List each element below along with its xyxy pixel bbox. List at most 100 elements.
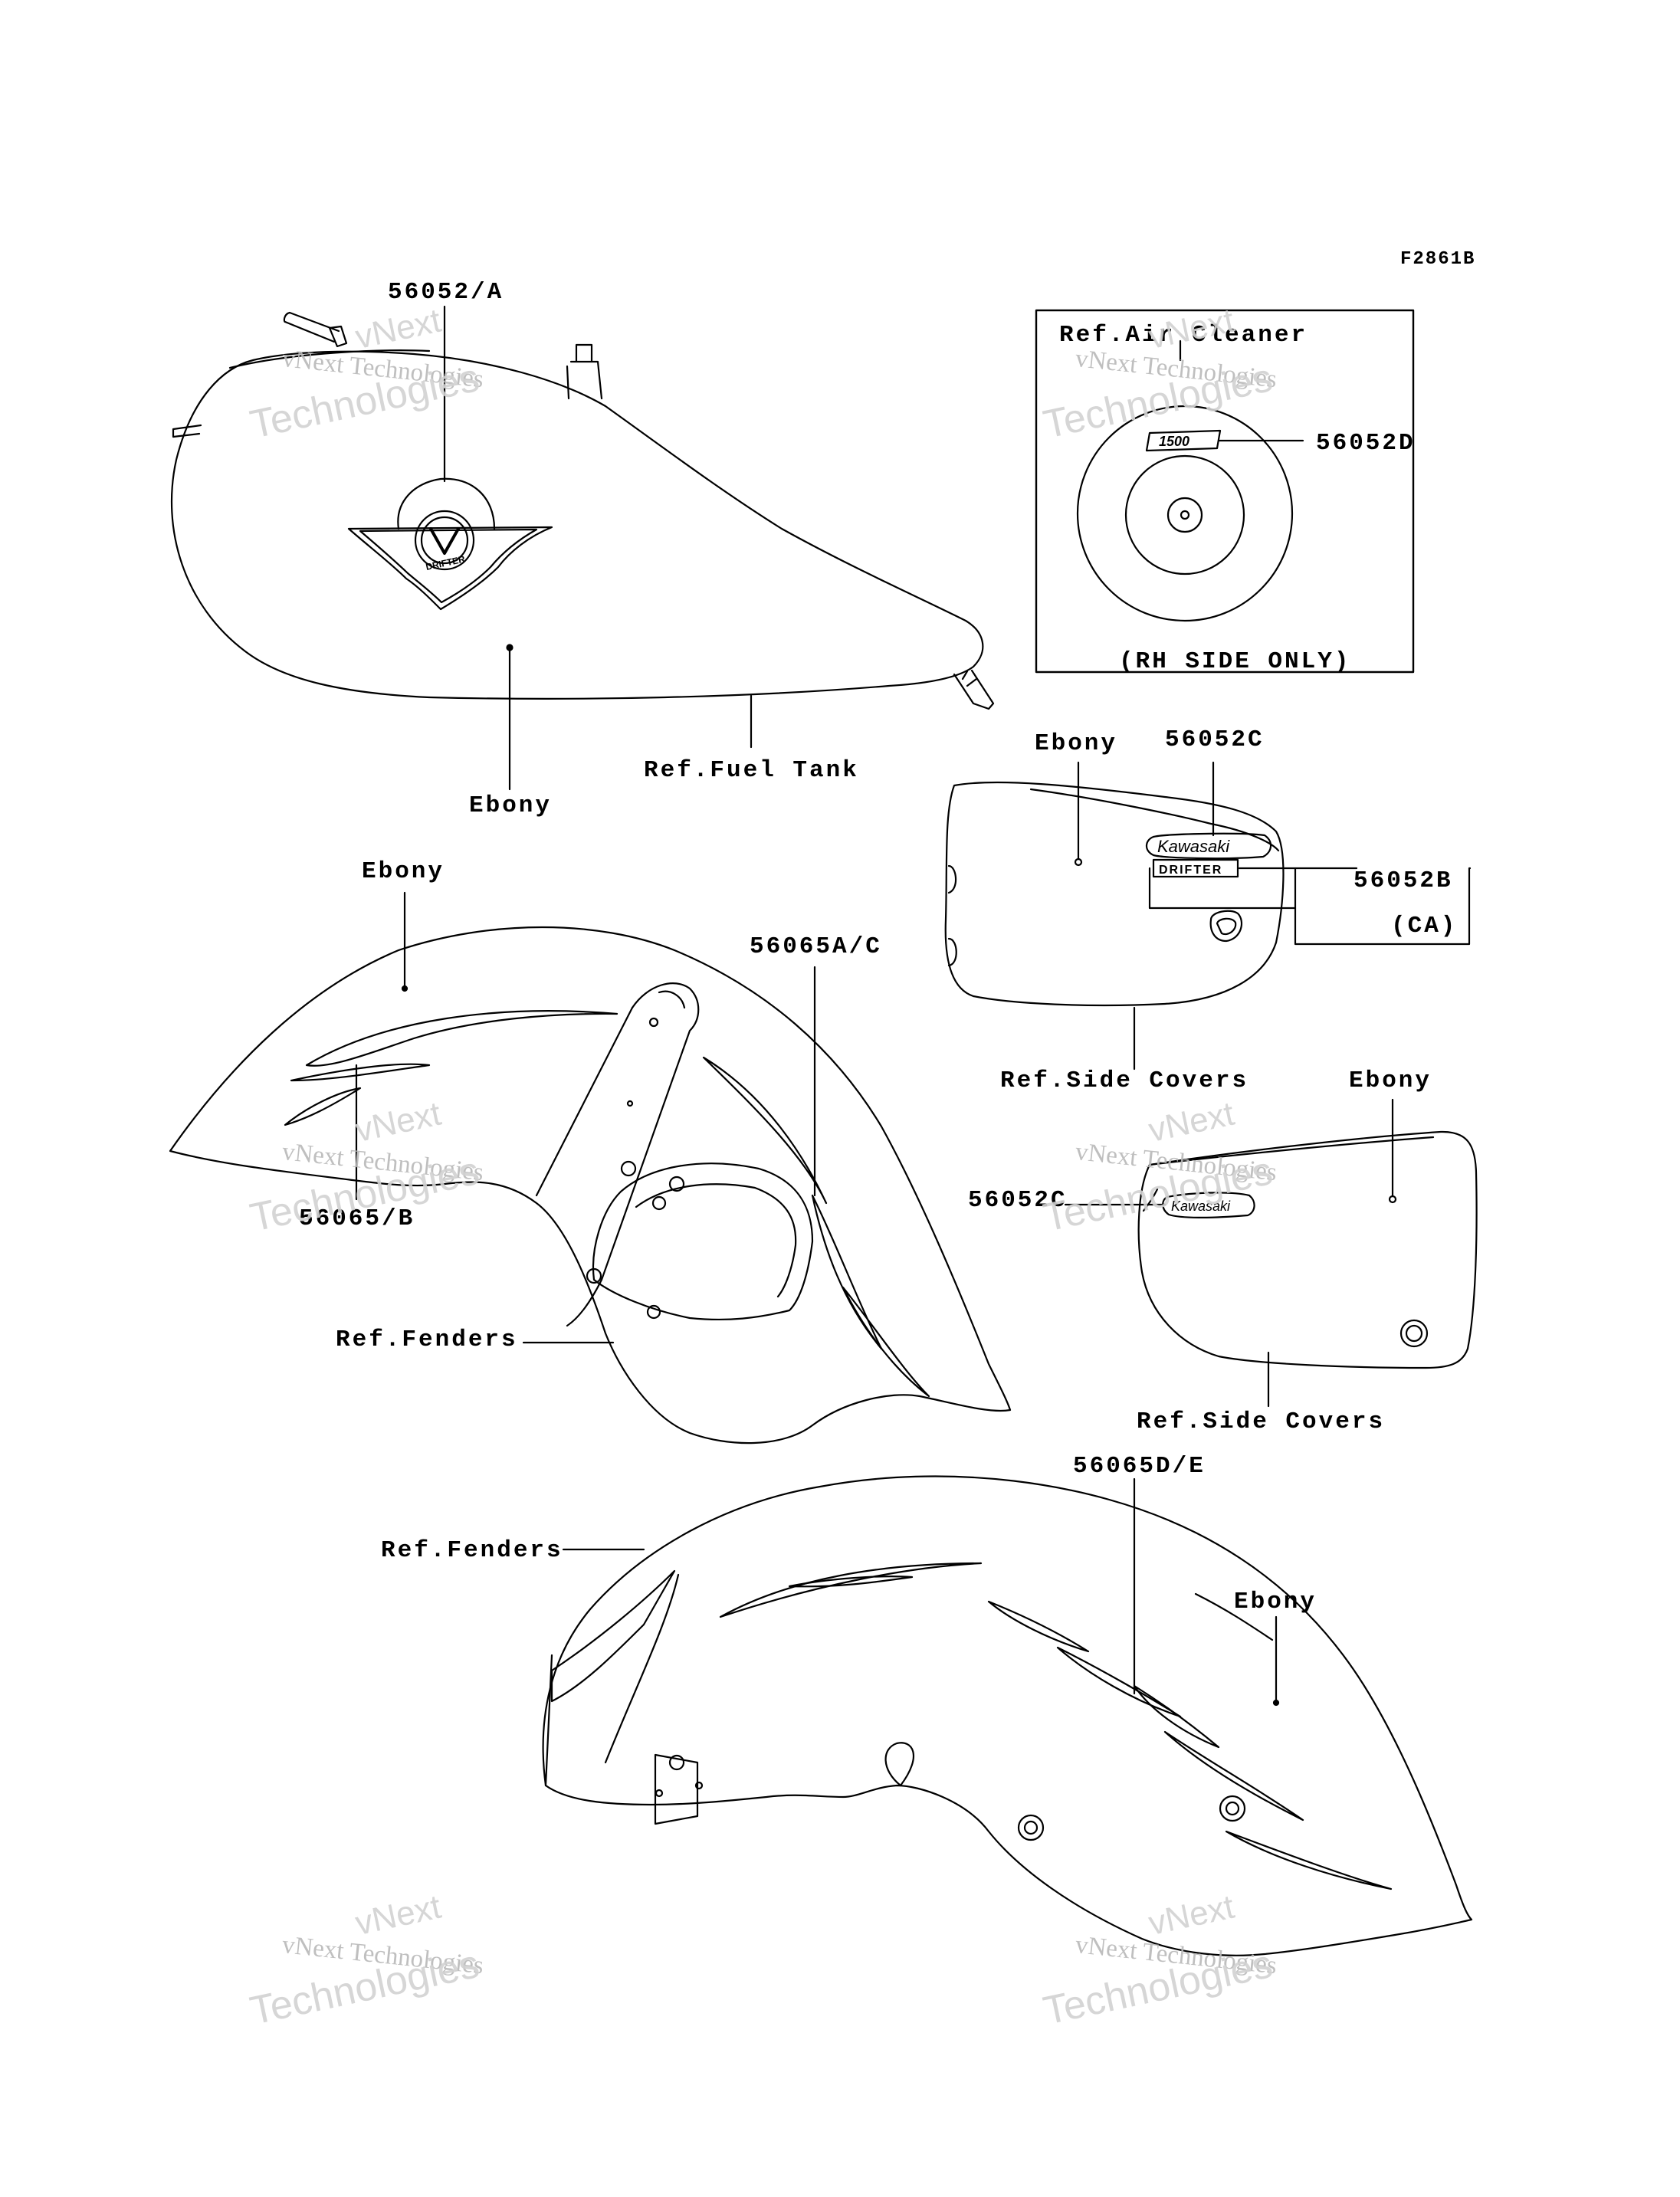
- air-cleaner-cover: [1076, 405, 1294, 622]
- left-side-cover-knob: [1209, 910, 1243, 943]
- fuel-tank-outline: [170, 350, 984, 700]
- air-cleaner-badge-text: 1500: [1159, 434, 1189, 449]
- label-left-cover-ca: (CA): [1391, 913, 1458, 939]
- air-cleaner-bolt: [1180, 510, 1190, 520]
- label-left-cover-ebony: Ebony: [1035, 730, 1118, 757]
- label-ref-side-covers-2: Ref.Side Covers: [1137, 1408, 1386, 1435]
- left-side-cover-knob-inner: [1216, 917, 1237, 936]
- label-right-cover-ebony: Ebony: [1349, 1067, 1432, 1094]
- label-front-fender-decal-ac: 56065A/C: [750, 933, 882, 960]
- fuel-tank-top-edge: [228, 349, 431, 369]
- rear-fender-bracket-bolt-3: [694, 1781, 704, 1790]
- rear-fender-drawing: [542, 1475, 1473, 1956]
- label-ref-fenders-2: Ref.Fenders: [381, 1537, 563, 1564]
- right-cover-kawasaki-text: Kawasaki: [1171, 1199, 1231, 1214]
- front-fender-bolt-7: [626, 1100, 634, 1107]
- air-cleaner-inner-ring: [1124, 454, 1245, 575]
- label-air-cleaner-note: (RH SIDE ONLY): [1119, 648, 1351, 675]
- left-cover-kawasaki-badge: [1145, 832, 1272, 860]
- rear-fender-bracket: [654, 1753, 699, 1825]
- label-rear-fender-ebony: Ebony: [1234, 1589, 1317, 1615]
- label-right-cover-decal: 56052C: [968, 1187, 1068, 1214]
- rear-fender-bolt-2-inner: [1225, 1801, 1240, 1816]
- rear-fender-bracket-bolt-2: [655, 1789, 664, 1798]
- label-front-fender-decal-b: 56065/B: [299, 1205, 415, 1232]
- right-cover-kawasaki-badge: [1162, 1192, 1255, 1218]
- leader-left-cover-bracket: [1148, 867, 1297, 910]
- front-fender-bolt-3: [620, 1160, 637, 1177]
- figure-code: F2861B: [1400, 249, 1476, 270]
- label-tank-ebony: Ebony: [469, 792, 553, 819]
- fuel-tank-petcock: [953, 669, 995, 710]
- left-side-cover-ridge: [1029, 788, 1280, 852]
- rear-fender-outline: [542, 1475, 1473, 1956]
- rear-fender-stripe-4: [1056, 1646, 1182, 1718]
- air-cleaner-panel: 1500: [1035, 309, 1415, 674]
- label-ref-fuel-tank: Ref.Fuel Tank: [644, 757, 859, 784]
- fuel-tank-drawing: DRIFTER: [170, 305, 995, 791]
- left-side-cover-grommet-1: [947, 864, 957, 894]
- right-side-cover-edge: [1142, 1188, 1159, 1212]
- front-fender-mount-plate-inner: [635, 1183, 797, 1298]
- label-left-cover-decal-b: 56052B: [1354, 867, 1453, 894]
- rear-fender-front-panel: [550, 1569, 676, 1703]
- front-fender-mount-plate: [592, 1162, 814, 1321]
- rear-fender-front-line: [604, 1573, 680, 1764]
- front-fender-bolt-6: [586, 1267, 602, 1284]
- rear-fender-front-edge: [544, 1654, 553, 1787]
- rear-fender-bolt-1: [1017, 1814, 1045, 1841]
- front-fender-bolt-4: [651, 1195, 667, 1211]
- front-fender-drawing: [169, 891, 1012, 1444]
- front-fender-bolt-2: [668, 1176, 685, 1192]
- front-fender-outline: [169, 926, 1012, 1444]
- front-fender-bolt-5: [646, 1304, 661, 1320]
- label-tank-emblem: 56052/A: [388, 279, 504, 306]
- front-fender-stripe-3: [284, 1087, 362, 1126]
- label-rear-fender-decal: 56065D/E: [1073, 1453, 1206, 1480]
- front-fender-strut-front: [566, 982, 700, 1327]
- leader-left-cover-decal-b: [1238, 867, 1472, 946]
- air-cleaner-badge: [1145, 429, 1222, 452]
- left-cover-sub-badge-text: DRIFTER: [1159, 864, 1222, 877]
- front-fender-stripe-6: [842, 1286, 930, 1398]
- front-fender-stripe-5: [811, 1194, 883, 1350]
- rear-fender-stripe-6: [1163, 1730, 1304, 1822]
- label-ref-fenders-1: Ref.Fenders: [336, 1326, 518, 1353]
- left-cover-sub-badge: [1152, 858, 1239, 878]
- rear-fender-stripe-1: [719, 1562, 983, 1618]
- air-cleaner-center-boss: [1166, 497, 1203, 533]
- rear-fender-stripe-2: [788, 1576, 914, 1588]
- label-ref-side-covers-1: Ref.Side Covers: [1000, 1067, 1249, 1094]
- label-air-cleaner-ref: Ref.Air Cleaner: [1059, 322, 1308, 349]
- right-side-cover-outline: [1137, 1130, 1478, 1369]
- front-fender-stripe-2: [290, 1063, 431, 1082]
- fuel-tank-left-hose: [172, 424, 202, 438]
- rear-fender-bolt-1-inner: [1023, 1820, 1039, 1835]
- right-side-cover-ridge: [1148, 1136, 1435, 1166]
- front-fender-bolt-1: [648, 1017, 659, 1028]
- label-air-cleaner-decal: 56052D: [1316, 430, 1416, 457]
- fuel-tank-cap: [566, 343, 603, 400]
- rear-fender-stripe-3: [987, 1600, 1090, 1653]
- front-fender-strut-back: [535, 1006, 634, 1197]
- label-left-cover-decal: 56052C: [1165, 726, 1265, 753]
- front-fender-strut-top: [658, 990, 686, 1009]
- rear-fender-bracket-bolt-1: [668, 1754, 685, 1771]
- rear-fender-bolt-2: [1219, 1795, 1246, 1822]
- left-side-cover-drawing: Kawasaki DRIFTER: [944, 761, 1472, 1071]
- tank-emblem-drawing: DRIFTER: [347, 477, 553, 611]
- left-side-cover-grommet-2: [947, 937, 957, 967]
- label-front-fender-ebony: Ebony: [362, 858, 445, 885]
- rear-fender-cutout: [884, 1742, 915, 1787]
- left-cover-ebony-dot: [1074, 857, 1083, 867]
- air-cleaner-frame: [1035, 309, 1415, 674]
- rear-fender-ridge: [1194, 1592, 1274, 1641]
- left-side-cover-outline: [944, 781, 1285, 1007]
- right-cover-ebony-dot: [1388, 1195, 1397, 1204]
- right-side-cover-drawing: Kawasaki: [1064, 1098, 1478, 1408]
- left-cover-kawasaki-text: Kawasaki: [1157, 837, 1230, 856]
- rear-fender-stripe-7: [1225, 1830, 1393, 1890]
- fuel-tank-breather-clip: [328, 325, 348, 348]
